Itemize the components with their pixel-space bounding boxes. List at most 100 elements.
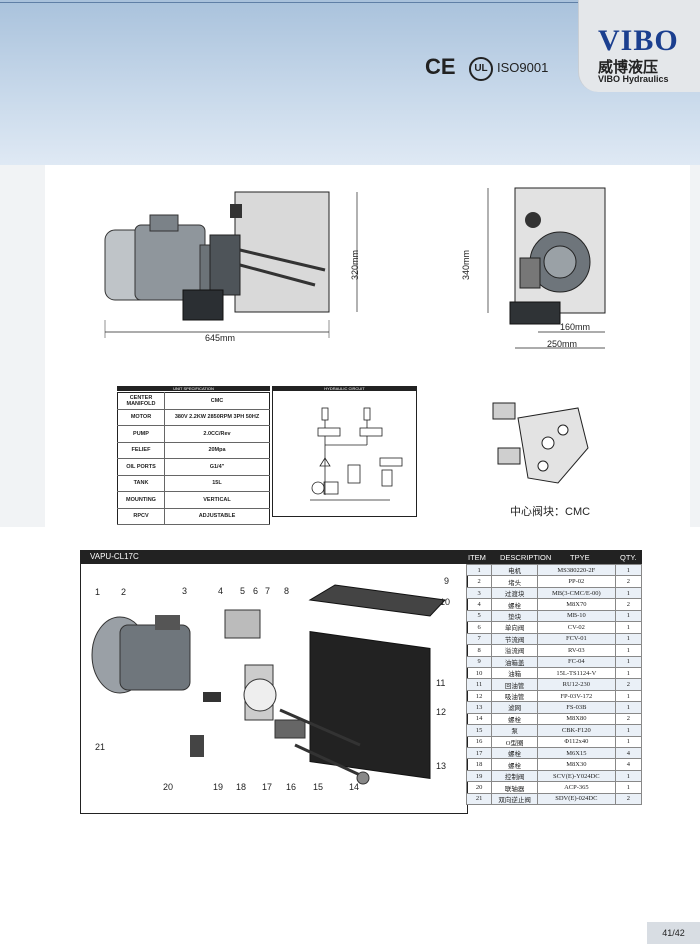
model-label: VAPU-CL17C <box>90 552 139 561</box>
type-cell: 15L-TS1124-V <box>536 666 616 680</box>
item-cell: 12 <box>465 689 493 703</box>
callout-9: 9 <box>444 576 450 586</box>
dim-height-side: 320mm <box>350 249 360 280</box>
item-cell: 15 <box>465 724 493 737</box>
qty-cell: 2 <box>614 575 643 588</box>
callout-14: 14 <box>349 782 360 792</box>
item-cell: 3 <box>465 586 493 600</box>
qty-cell: 2 <box>614 712 643 726</box>
spec-value: 15L <box>164 475 270 492</box>
item-cell: 5 <box>465 609 493 623</box>
qty-cell: 1 <box>614 769 643 783</box>
logo-tab <box>578 0 700 92</box>
ul-mark: UL <box>469 57 493 81</box>
dim-width-front-outer: 250mm <box>547 339 578 349</box>
qty-cell: 1 <box>614 781 643 794</box>
exploded-view-drawing <box>91 584 447 785</box>
callout-11: 11 <box>436 678 446 688</box>
qty-cell: 2 <box>614 792 643 806</box>
item-cell: 1 <box>465 563 493 577</box>
description-cell: 溢流阀 <box>491 644 538 657</box>
page-number: 41/42 <box>647 922 700 944</box>
cmc-label: 中心阀块：CMC <box>510 506 591 518</box>
type-cell: RU12-230 <box>536 678 616 691</box>
qty-cell: 4 <box>614 758 643 771</box>
item-cell: 6 <box>465 621 493 634</box>
cmc-manifold-drawing <box>492 402 589 484</box>
spec-value: G1/4" <box>164 458 270 476</box>
qty-cell: 1 <box>614 655 643 668</box>
description-cell: 回油管 <box>491 678 538 691</box>
callout-15: 15 <box>313 782 324 792</box>
header-rule <box>0 2 580 3</box>
spec-value: 380V 2.2KW 2850RPM 3PH 50HZ <box>164 409 270 426</box>
item-cell: 20 <box>465 781 493 794</box>
item-cell: 10 <box>465 666 493 680</box>
item-cell: 4 <box>465 598 493 611</box>
description-cell: 油箱盖 <box>491 655 538 668</box>
item-cell: 21 <box>465 792 493 806</box>
qty-cell: 1 <box>614 666 643 680</box>
callout-3: 3 <box>182 586 188 596</box>
callout-12: 12 <box>436 707 447 717</box>
description-cell: 螺栓 <box>491 598 538 611</box>
description-cell: 堵头 <box>491 575 538 588</box>
description-cell: 控制阀 <box>491 769 538 783</box>
spec-key: FELIEF <box>117 442 165 459</box>
item-cell: 16 <box>465 735 493 749</box>
dim-width-front-inner: 160mm <box>560 322 591 332</box>
description-cell: 螺栓 <box>491 758 538 771</box>
type-cell: FC-04 <box>536 655 616 668</box>
description-cell: 垫块 <box>491 609 538 623</box>
item-cell: 14 <box>465 712 493 726</box>
qty-cell: 1 <box>614 563 643 577</box>
qty-cell: 1 <box>614 644 643 657</box>
qty-cell: 1 <box>614 609 643 623</box>
brand-logo: VIBO <box>598 24 679 57</box>
qty-cell: 4 <box>614 746 643 760</box>
item-cell: 18 <box>465 758 493 771</box>
qty-cell: 2 <box>614 678 643 691</box>
spec-key: RPCV <box>117 508 165 525</box>
callout-7: 7 <box>265 586 271 596</box>
item-cell: 19 <box>465 769 493 783</box>
spec-value: VERTICAL <box>164 491 270 509</box>
front-view-drawing <box>487 187 606 349</box>
side-view-drawing <box>104 191 358 338</box>
callout-10: 10 <box>440 597 451 607</box>
type-cell: PP-02 <box>536 575 616 588</box>
description-cell: 吸油管 <box>491 689 538 703</box>
type-cell: FCV-01 <box>536 632 616 646</box>
callout-4: 4 <box>218 586 224 596</box>
item-cell: 17 <box>465 746 493 760</box>
item-cell: 9 <box>465 655 493 668</box>
qty-cell: 1 <box>614 586 643 600</box>
description-cell: 油箱 <box>491 666 538 680</box>
item-cell: 8 <box>465 644 493 657</box>
callout-20: 20 <box>163 782 174 792</box>
description-cell: 泵 <box>491 724 538 737</box>
callout-1: 1 <box>95 587 101 597</box>
callout-21: 21 <box>95 742 106 752</box>
type-cell: FP-03V-172 <box>536 689 616 703</box>
spec-key: CENTER MANIFOLD <box>117 392 165 410</box>
